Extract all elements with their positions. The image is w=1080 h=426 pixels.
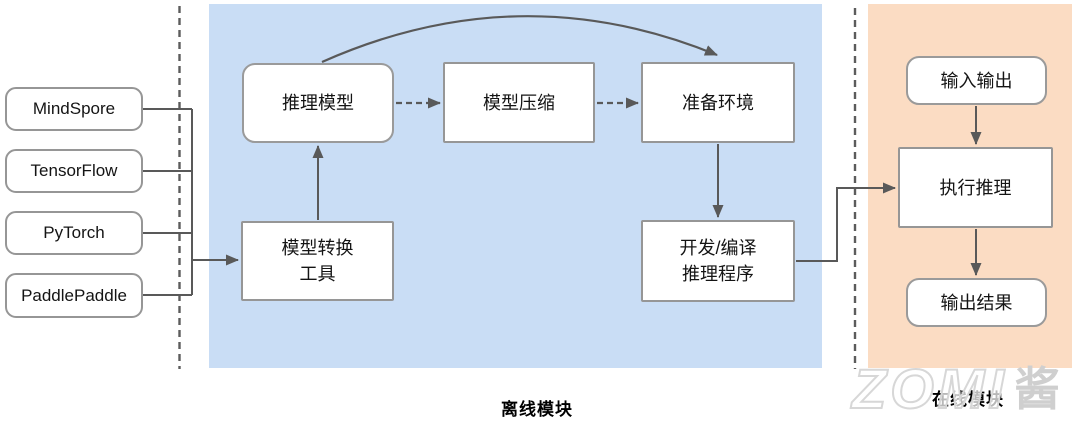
node-prepare-env: 准备环境	[641, 62, 795, 143]
node-label: 输出结果	[940, 292, 1013, 313]
node-output-result: 输出结果	[906, 278, 1047, 327]
framework-label: TensorFlow	[30, 161, 118, 180]
framework-label: MindSpore	[32, 99, 116, 118]
node-label: 推理模型	[282, 93, 354, 113]
node-develop-compile: 开发/编译 推理程序	[641, 220, 795, 302]
framework-label: PyTorch	[43, 223, 105, 242]
node-input-output: 输入输出	[906, 56, 1047, 105]
node-execute-inference: 执行推理	[898, 147, 1053, 228]
node-label: 模型压缩	[483, 92, 555, 113]
node-model-converter: 模型转换 工具	[241, 221, 394, 301]
offline-region-label: 离线模块	[501, 400, 573, 419]
node-label: 执行推理	[939, 177, 1012, 198]
node-inference-model: 推理模型	[242, 63, 394, 143]
framework-box-mindspore: MindSpore	[5, 87, 143, 131]
node-label: 输入输出	[940, 70, 1013, 91]
node-label-line1: 模型转换	[281, 238, 354, 258]
node-label-line2: 工具	[299, 264, 336, 284]
node-label-line2: 推理程序	[682, 264, 754, 284]
node-model-compression: 模型压缩	[443, 62, 595, 143]
wire-skip-arc	[321, 15, 718, 64]
framework-box-tensorflow: TensorFlow	[5, 149, 143, 193]
framework-label: PaddlePaddle	[21, 285, 127, 305]
node-label-line1: 开发/编译	[679, 238, 757, 258]
online-region-label: 在线模块	[932, 390, 1004, 409]
framework-box-paddlepaddle: PaddlePaddle	[5, 273, 143, 318]
framework-box-pytorch: PyTorch	[5, 211, 143, 255]
wire-develop-to-execute	[796, 182, 896, 262]
node-label: 准备环境	[682, 92, 754, 113]
